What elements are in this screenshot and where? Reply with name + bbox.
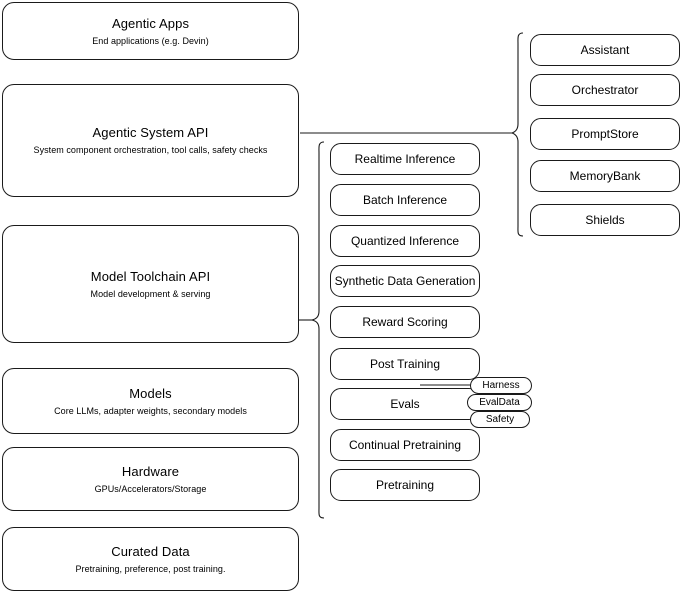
stack-box-curated-data[interactable]: Curated Data Pretraining, preference, po…	[2, 527, 299, 591]
system-box-orchestrator[interactable]: Orchestrator	[530, 74, 680, 106]
stack-title-agentic-system-api: Agentic System API	[92, 125, 209, 140]
stack-box-models[interactable]: Models Core LLMs, adapter weights, secon…	[2, 368, 299, 434]
toolchain-box-reward-scoring[interactable]: Reward Scoring	[330, 306, 480, 338]
stack-title-model-toolchain-api: Model Toolchain API	[90, 268, 211, 284]
stack-box-agentic-system-api[interactable]: Agentic System API System component orch…	[2, 84, 299, 197]
stack-subtitle-hardware: GPUs/Accelerators/Storage	[94, 483, 207, 494]
stack-subtitle-agentic-system-api: System component orchestration, tool cal…	[33, 145, 268, 155]
stack-title-models: Models	[129, 385, 172, 401]
toolchain-label-post-training: Post Training	[369, 357, 441, 371]
stack-title-hardware: Hardware	[121, 463, 180, 479]
system-box-memorybank[interactable]: MemoryBank	[530, 160, 680, 192]
toolchain-label-synthetic-data-generation: Synthetic Data Generation	[334, 274, 476, 288]
toolchain-label-pretraining: Pretraining	[375, 478, 435, 492]
toolchain-box-pretraining[interactable]: Pretraining	[330, 469, 480, 501]
system-label-orchestrator: Orchestrator	[571, 83, 639, 97]
eval-badge-evaldata[interactable]: EvalData	[467, 394, 532, 411]
system-label-promptstore: PromptStore	[571, 127, 639, 141]
brace-toolchain-items	[311, 141, 325, 519]
stack-title-curated-data: Curated Data	[111, 543, 190, 559]
toolchain-label-quantized-inference: Quantized Inference	[350, 234, 460, 248]
system-label-memorybank: MemoryBank	[569, 169, 641, 183]
system-label-assistant: Assistant	[580, 43, 630, 57]
toolchain-box-realtime-inference[interactable]: Realtime Inference	[330, 143, 480, 175]
stack-subtitle-models: Core LLMs, adapter weights, secondary mo…	[54, 405, 247, 416]
toolchain-label-evals: Evals	[390, 397, 420, 411]
toolchain-label-reward-scoring: Reward Scoring	[362, 315, 448, 329]
stack-title-agentic-apps: Agentic Apps	[111, 15, 190, 31]
eval-badge-harness[interactable]: Harness	[470, 377, 532, 394]
toolchain-box-evals[interactable]: Evals	[330, 388, 480, 420]
toolchain-box-synthetic-data-generation[interactable]: Synthetic Data Generation	[330, 265, 480, 297]
toolchain-box-post-training[interactable]: Post Training	[330, 348, 480, 380]
stack-subtitle-model-toolchain-api: Model development & serving	[90, 288, 211, 299]
stack-subtitle-agentic-apps: End applications (e.g. Devin)	[92, 35, 209, 46]
system-box-shields[interactable]: Shields	[530, 204, 680, 236]
eval-badge-label-safety: Safety	[485, 413, 515, 425]
stack-box-model-toolchain-api[interactable]: Model Toolchain API Model development & …	[2, 225, 299, 343]
toolchain-box-quantized-inference[interactable]: Quantized Inference	[330, 225, 480, 257]
stack-box-agentic-apps[interactable]: Agentic Apps End applications (e.g. Devi…	[2, 2, 299, 60]
stack-box-hardware[interactable]: Hardware GPUs/Accelerators/Storage	[2, 447, 299, 511]
eval-badge-label-evaldata: EvalData	[479, 396, 520, 408]
toolchain-label-batch-inference: Batch Inference	[362, 193, 448, 207]
toolchain-label-continual-pretraining: Continual Pretraining	[348, 438, 462, 452]
brace-system-components	[510, 32, 524, 237]
toolchain-label-realtime-inference: Realtime Inference	[354, 152, 456, 166]
system-label-shields: Shields	[585, 213, 625, 227]
toolchain-box-batch-inference[interactable]: Batch Inference	[330, 184, 480, 216]
eval-badge-label-harness: Harness	[482, 379, 520, 391]
eval-badge-safety[interactable]: Safety	[470, 411, 530, 428]
system-box-assistant[interactable]: Assistant	[530, 34, 680, 66]
system-box-promptstore[interactable]: PromptStore	[530, 118, 680, 150]
toolchain-box-continual-pretraining[interactable]: Continual Pretraining	[330, 429, 480, 461]
stack-subtitle-curated-data: Pretraining, preference, post training.	[75, 563, 226, 574]
